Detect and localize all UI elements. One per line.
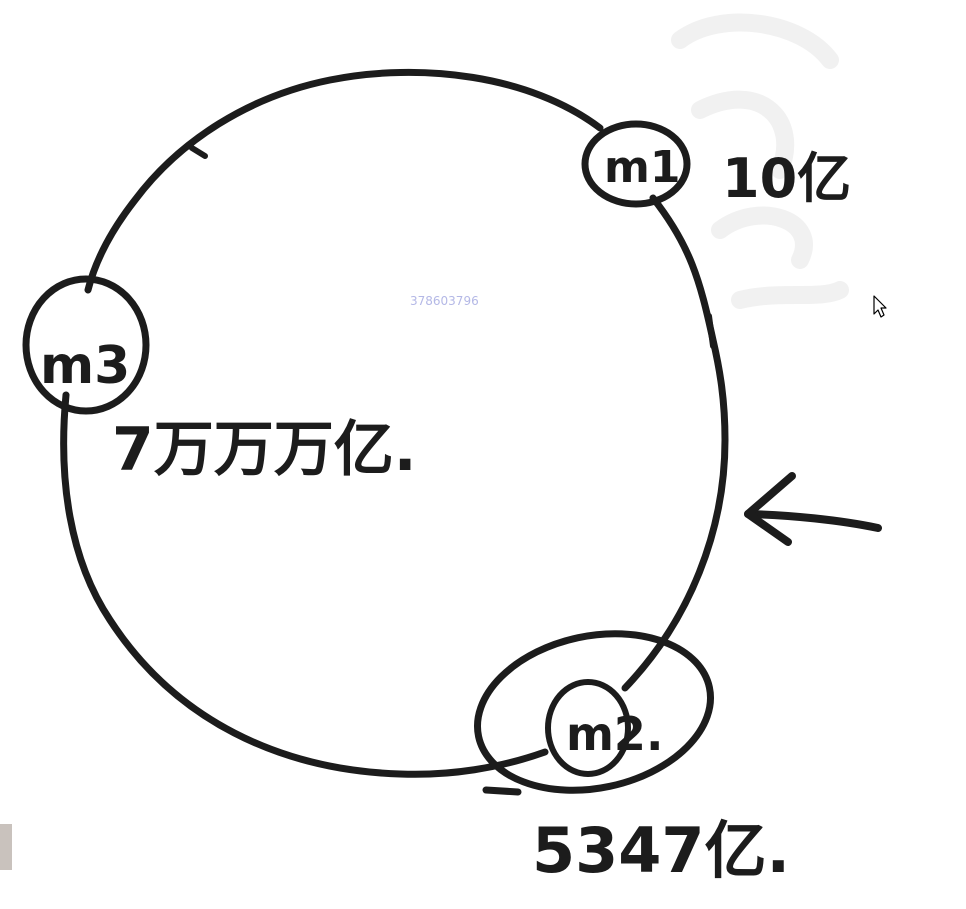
- node-m1-label: m1: [604, 142, 680, 193]
- ring-tick-right: [706, 313, 716, 349]
- ring-tick-top: [189, 145, 208, 159]
- node-m3-value: 7万万万亿.: [112, 415, 417, 485]
- node-m3-circle: [22, 275, 150, 415]
- node-m3: m3 7万万万亿.: [22, 275, 417, 485]
- node-m2-outer-circle: [474, 630, 714, 794]
- node-m2-value: 5347亿.: [532, 814, 790, 887]
- node-m2: m2. 5347亿.: [474, 630, 790, 887]
- node-m1-circle: [581, 120, 691, 208]
- edge-thumbnail: [0, 824, 12, 870]
- node-m1: m1 10亿: [581, 120, 851, 210]
- faded-background-strokes: [671, 13, 849, 309]
- node-m2-label: m2.: [566, 707, 663, 761]
- arrow-icon: [744, 472, 882, 546]
- node-m3-label: m3: [40, 336, 130, 396]
- cursor-icon: [873, 295, 887, 318]
- watermark-text: 378603796: [410, 294, 479, 308]
- node-m1-value: 10亿: [722, 147, 851, 210]
- node-m2-inner-circle: [545, 679, 631, 777]
- node-m2-tail-stroke: [482, 786, 522, 796]
- hash-ring: [60, 68, 729, 778]
